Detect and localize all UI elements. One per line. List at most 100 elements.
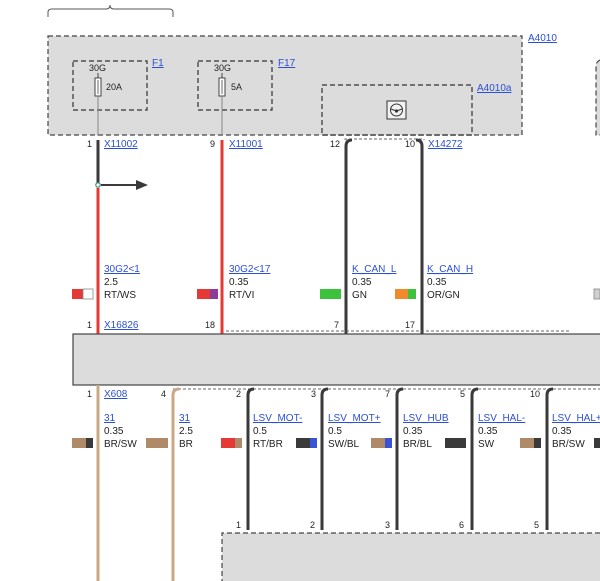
wire-size: 0.35 [352,277,372,288]
wire-size: 0.35 [229,277,249,288]
steering-wheel-icon [386,100,407,120]
connector-x16826[interactable]: X16826 [104,320,139,331]
upper-wire-info-4: K_CAN_H 0.35 OR/GN [395,264,473,301]
wire-signal-label[interactable]: 31 [104,413,116,424]
wire-color-code: OR/GN [427,290,460,301]
wire-color-swatch-stripe [235,438,242,448]
wire-signal-label[interactable]: 30G2<17 [229,264,271,275]
wire-color-code: SW/BL [328,439,360,450]
fuse-f17-terminal: 30G [214,63,231,73]
pin-bot-5: 5 [460,389,465,399]
wire-signal-label[interactable]: K_CAN_H [427,264,473,275]
wire-color-swatch-partial [594,438,600,448]
connector-x14272[interactable]: X14272 [428,139,463,150]
wire-color-swatch-main [296,438,310,448]
pin-bot-4: 4 [161,389,166,399]
wire-color-code: BR [179,439,193,450]
module-a4010a-box [321,84,473,136]
wire-size: 0.35 [478,426,498,437]
wire-lsv-mot-plus[interactable] [320,387,329,530]
wire-size: 0.35 [427,277,447,288]
wire-color-swatch-main [445,438,466,448]
pin-bot-7: 7 [385,389,390,399]
pin-low-6: 6 [459,520,464,530]
lower-wire-info-3: LSV_MOT- 0.5 RT/BR [221,413,302,450]
wire-signal-label[interactable]: 31 [179,413,191,424]
module-partial-right [595,59,600,136]
fuse-f1-label[interactable]: F1 [152,58,164,69]
wire-color-swatch-main [72,289,83,299]
connector-block-x16826[interactable] [72,333,600,386]
wire-size: 0.35 [104,426,124,437]
wire-color-swatch-main [395,289,408,299]
wire-lsv-hal-plus[interactable] [545,387,554,530]
wire-signal-label[interactable]: LSV_MOT+ [328,413,381,424]
wire-color-swatch-main [197,289,210,299]
wire-size: 0.5 [328,426,342,437]
wire-color-swatch-stripe [534,438,541,448]
wire-color-swatch-main [320,289,341,299]
pin-top-12: 12 [330,139,340,149]
wire-color-code: BR/SW [104,439,137,450]
wire-lsv-hal-minus[interactable] [470,387,479,530]
wire-31-b[interactable] [171,387,180,581]
wire-signal-label[interactable]: LSV_MOT- [253,413,302,424]
connector-x608[interactable]: X608 [104,389,128,400]
wire-color-swatch-stripe [82,288,94,300]
wire-signal-label[interactable]: LSV_HUB [403,413,449,424]
pin-low-2: 2 [310,520,315,530]
wire-size: 0.35 [552,426,572,437]
wire-k-can-l[interactable] [344,138,353,334]
wire-signal-label[interactable]: 30G2<1 [104,264,140,275]
wire-color-swatch-stripe [385,438,392,448]
lower-wire-info-4: LSV_MOT+ 0.5 SW/BL [296,413,381,450]
fuse-f1-rating: 20A [106,82,122,92]
pin-top-9: 9 [210,139,215,149]
wire-color-swatch-main [72,438,86,448]
wire-lsv-hub[interactable] [395,387,404,530]
wire-color-code: RT/BR [253,439,283,450]
fuse-f17-label[interactable]: F17 [278,58,296,69]
wire-size: 2.5 [179,426,193,437]
wire-signal-label[interactable]: LSV_HAL- [478,413,525,424]
wire-color-code: SW [478,439,495,450]
wire-signal-label[interactable]: K_CAN_L [352,264,397,275]
pin-top-10: 10 [405,139,415,149]
pin-mid-18: 18 [205,320,215,330]
module-lower-fill [223,534,600,581]
pin-low-1: 1 [236,520,241,530]
pin-mid-17: 17 [405,320,415,330]
wire-color-swatch-main [520,438,534,448]
wire-color-swatch-stripe [210,289,218,299]
wire-k-can-h[interactable] [415,138,424,334]
wire-color-swatch-main [371,438,385,448]
lower-wire-info-2: 31 2.5 BR [146,413,193,450]
wire-lsv-mot-minus[interactable] [246,387,255,530]
wire-color-swatch-main [221,438,235,448]
module-a4010a[interactable]: A4010a [321,83,512,136]
splice-point [95,182,101,188]
wire-size: 0.35 [403,426,423,437]
arrow-right-icon[interactable] [136,180,148,190]
pin-mid-7: 7 [334,320,339,330]
wire-color-code: GN [352,290,367,301]
fuse-f1[interactable]: F1 30G 20A [72,58,164,111]
wire-size: 0.5 [253,426,267,437]
wire-color-code: BR/SW [552,439,585,450]
connector-bracket-top [344,138,425,140]
wire-color-swatch-stripe [86,438,93,448]
group-bracket [47,4,174,17]
connector-x11001[interactable]: X11001 [229,139,263,150]
fuse-f17[interactable]: F17 30G 5A [197,58,296,111]
upper-wire-info-1: 30G2<1 2.5 RT/WS [72,264,140,301]
module-a4010a-label[interactable]: A4010a [477,83,512,94]
pin-low-5: 5 [534,520,539,530]
module-a4010-label[interactable]: A4010 [528,33,557,44]
wire-color-code: BR/BL [403,439,432,450]
wire-color-swatch-stripe [310,438,317,448]
wire-color-swatch-partial [593,288,600,300]
connector-x11002[interactable]: X11002 [104,139,138,150]
fuse-f1-box [72,60,148,111]
wire-signal-label[interactable]: LSV_HAL+ [552,413,600,424]
